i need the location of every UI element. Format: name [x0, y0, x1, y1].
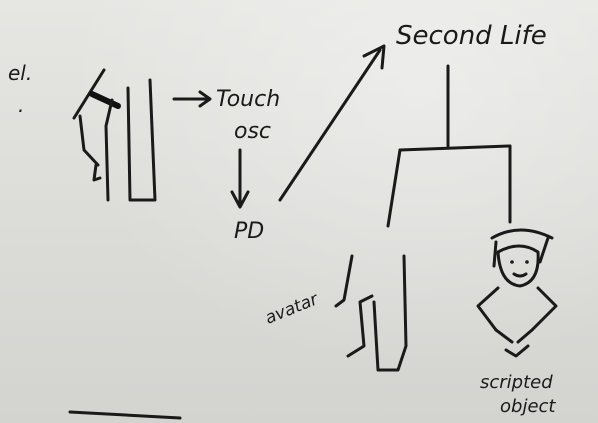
- figure-hand-bar: [89, 91, 121, 109]
- tree-left-branch: [386, 148, 402, 228]
- arrow-to-touch-osc-head: [198, 90, 212, 108]
- touch-osc-label-line1: Touch: [216, 87, 280, 112]
- avatar-label: avatar: [262, 289, 321, 329]
- person-figure: [72, 68, 157, 202]
- avatar-front-leg: [372, 254, 408, 372]
- object-mouth: [512, 272, 528, 278]
- scripted-object-label-line2: object: [500, 396, 556, 417]
- object-hat-left: [492, 240, 498, 268]
- object-arrow-tip: [504, 344, 530, 358]
- avatar-back-leg: [334, 254, 354, 308]
- object-right-arm: [530, 286, 558, 332]
- object-hat-brim: [490, 228, 554, 240]
- object-left-lower: [494, 328, 514, 344]
- figure-front-leg: [104, 98, 114, 202]
- touch-osc-label-line2: osc: [234, 119, 271, 144]
- arrow-touch-osc-to-pd-head: [230, 190, 250, 209]
- avatar-figure: [334, 254, 408, 372]
- figure-back-leg: [78, 114, 100, 167]
- object-hat-right: [538, 236, 550, 264]
- avatar-inner-leg: [346, 294, 374, 358]
- object-right-lower: [516, 328, 534, 344]
- left-fragment-top: el.: [8, 61, 32, 85]
- object-face: [496, 244, 540, 288]
- object-left-eye: [510, 260, 514, 264]
- bottom-stroke: [68, 410, 182, 420]
- object-right-eye: [525, 260, 529, 264]
- scripted-object-label-line1: scripted: [480, 372, 553, 393]
- pd-label: PD: [234, 219, 264, 244]
- arrow-pd-to-second-life-head: [362, 44, 386, 70]
- object-left-arm: [476, 286, 500, 332]
- figure-foot: [92, 163, 102, 182]
- second-life-label: Second Life: [396, 21, 547, 51]
- arrow-pd-to-second-life: [278, 48, 382, 202]
- figure-outline: [126, 78, 157, 202]
- scripted-object-figure: [476, 228, 558, 358]
- left-fragment-bottom: .: [18, 93, 24, 117]
- tree-crossbar: [398, 144, 512, 152]
